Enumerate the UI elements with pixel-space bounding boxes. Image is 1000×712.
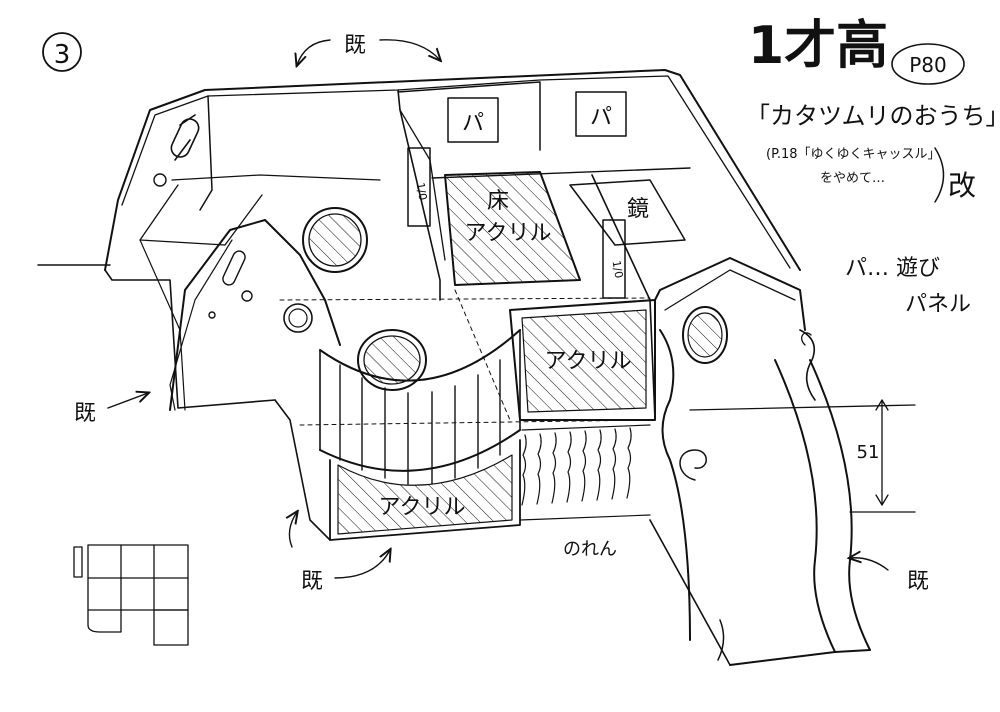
center-acrylic-glass <box>521 309 647 413</box>
right-tower-wave-side <box>659 329 691 641</box>
arrow-left <box>107 393 148 409</box>
label-existing-left: 既 <box>74 401 96 426</box>
front-left-porthole <box>283 303 313 333</box>
label-panel-2: パ <box>590 105 612 130</box>
bottom-acrylic-frame <box>329 439 521 541</box>
small-panel-right <box>602 219 626 299</box>
note-suffix: 改 <box>948 169 977 202</box>
dimension-arrows <box>875 399 889 506</box>
note-bracket <box>934 147 945 203</box>
slide-edge-right <box>809 359 871 651</box>
bottom-acrylic-glass <box>337 454 513 535</box>
legend-line-2: パネル <box>905 292 972 317</box>
label-fraction-left: 1/0 <box>414 182 430 202</box>
arrow-right-slide <box>850 558 889 571</box>
label-bottom-acrylic: アクリル <box>379 495 466 520</box>
center-acrylic-frame <box>509 299 656 421</box>
curved-rail-ends <box>319 329 521 451</box>
front-left-wall-inner <box>169 239 233 411</box>
front-left-hole <box>241 290 253 302</box>
note-line-2: をやめて… <box>820 171 886 186</box>
right-tower-roof <box>654 257 806 331</box>
label-curtain: のれん <box>563 539 617 560</box>
back-shell-top <box>104 69 801 271</box>
play-panel-1 <box>447 97 499 143</box>
back-upper-wall <box>397 81 541 151</box>
block-diagram <box>73 544 189 646</box>
left-wall-slot <box>170 118 200 158</box>
front-left-wall <box>169 219 341 411</box>
sheet-number-circle <box>42 32 82 72</box>
label-fraction-right: 1/0 <box>610 260 626 280</box>
right-tower-curl <box>801 332 812 346</box>
label-existing-top: 既 <box>344 33 366 58</box>
front-left-porthole-inner <box>288 308 308 328</box>
front-left-slot <box>222 250 246 286</box>
front-left-hole-small <box>208 311 216 319</box>
label-floor: 床 <box>487 189 509 214</box>
left-wall-windows <box>174 114 196 161</box>
curved-rail-top <box>319 329 521 382</box>
front-left-base <box>274 399 331 541</box>
figure-labels: 3 既 既 既 既 パ パ 床 アクリル 鏡 1/0 1/0 アクリル アクリル… <box>54 33 947 594</box>
label-center-acrylic: アクリル <box>545 349 632 374</box>
right-tower-window <box>682 306 728 364</box>
label-mirror: 鏡 <box>627 197 649 222</box>
round-window-top-glass <box>308 213 362 267</box>
title-name: 「カタツムリのおうち」 <box>746 102 1000 130</box>
left-step <box>139 239 186 411</box>
legend-line-1: パ… 遊び <box>845 256 940 281</box>
label-panel-1: パ <box>462 111 484 136</box>
slide-edge-left <box>774 359 836 653</box>
page-ref-oval <box>891 43 965 85</box>
play-panel-2 <box>575 91 627 137</box>
noren-curtain <box>519 424 651 521</box>
title-age: 1才高 <box>748 16 889 76</box>
sheet-number: 3 <box>54 40 71 70</box>
back-floor-edge <box>171 174 381 181</box>
arrow-top-right <box>379 39 440 60</box>
label-existing-right: 既 <box>907 569 929 594</box>
floor-acrylic-hatch <box>445 172 580 285</box>
label-floor-acrylic: アクリル <box>465 221 552 246</box>
round-window-top <box>302 207 368 273</box>
label-height: 51 <box>857 442 880 463</box>
right-tower-window-glass <box>687 312 723 358</box>
left-platform <box>139 184 263 246</box>
right-tower-swirl <box>679 449 707 481</box>
note-line-1: (P.18「ゆくゆくキャッスル」 <box>766 147 941 162</box>
curved-rail-bottom <box>319 429 521 472</box>
arrow-bottom-up <box>289 512 297 548</box>
ground-line-right <box>689 404 916 411</box>
page-ref: P80 <box>909 53 947 77</box>
left-base <box>104 269 276 409</box>
label-existing-bottom: 既 <box>301 569 323 594</box>
center-partition <box>397 89 441 301</box>
right-tower-wave <box>799 329 816 401</box>
right-tower-roof-inner <box>664 269 796 311</box>
rail-slats <box>339 359 501 485</box>
mirror-panel <box>569 179 686 246</box>
left-wall-hole <box>153 173 167 187</box>
slide-side-curl <box>717 619 725 661</box>
round-window-floor <box>357 329 427 391</box>
floor-dashed-lines <box>279 289 651 426</box>
round-window-floor-glass <box>363 335 421 385</box>
arrow-top-left <box>297 39 331 65</box>
small-panel-left <box>407 147 431 227</box>
slide-bottom <box>729 649 871 666</box>
back-wall-left-edge <box>199 95 213 211</box>
right-tower-base <box>649 519 731 666</box>
arrow-bottom-right <box>334 550 390 579</box>
